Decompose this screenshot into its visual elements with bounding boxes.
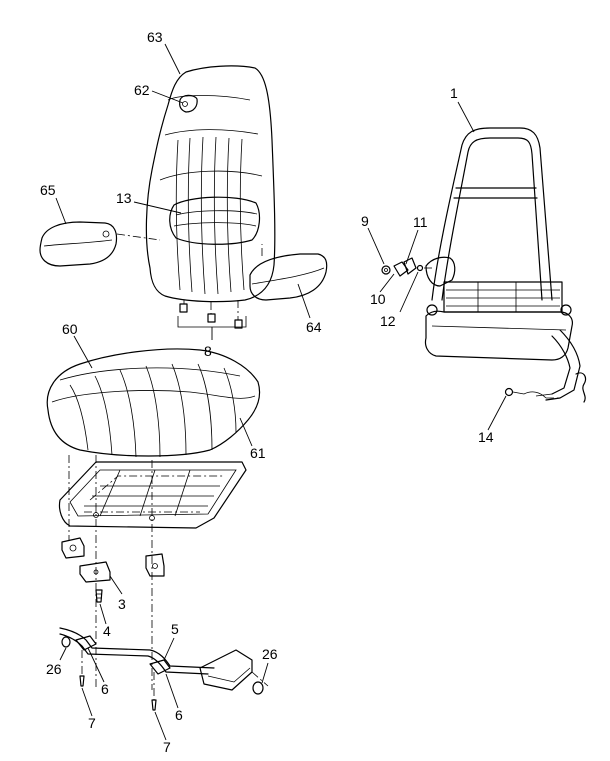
- callout-64: 64: [306, 319, 322, 335]
- callout-11: 11: [413, 214, 428, 230]
- callout-4: 4: [103, 623, 111, 639]
- callout-7-left: 7: [88, 715, 96, 731]
- callout-5: 5: [171, 621, 179, 637]
- headrest-knob: [179, 94, 198, 113]
- right-rivet: [151, 672, 157, 711]
- callout-1: 1: [450, 85, 458, 101]
- callout-7-right: 7: [163, 739, 171, 755]
- right-bracket: [145, 553, 165, 577]
- adjustment-lever: [59, 627, 269, 691]
- callout-6-right: 6: [175, 707, 183, 723]
- pivot-hardware: [381, 257, 434, 277]
- callout-9: 9: [361, 213, 369, 229]
- center-bracket: [79, 561, 111, 583]
- seat-back-cushion: [145, 65, 276, 303]
- release-cable: [504, 387, 560, 399]
- screw: [95, 589, 103, 603]
- callout-labels: 63 62 65 13 64 8 60 61 3 4 5 26 6 7 6 7 …: [40, 29, 494, 755]
- callout-26-right: 26: [262, 646, 278, 662]
- seat-frame-pan: [58, 461, 247, 529]
- left-rivet: [79, 650, 85, 687]
- callout-3: 3: [118, 596, 126, 612]
- right-clip: [149, 659, 171, 675]
- callout-60: 60: [62, 321, 78, 337]
- callout-61: 61: [250, 445, 266, 461]
- callout-26-left: 26: [46, 661, 62, 677]
- fastener-set: [177, 300, 247, 329]
- left-clip: [75, 635, 97, 651]
- callout-63: 63: [147, 29, 163, 45]
- callout-10: 10: [370, 291, 386, 307]
- callout-62: 62: [134, 82, 150, 98]
- leader-lines: [55, 43, 507, 741]
- right-bushing: [252, 681, 264, 695]
- seat-cushion: [46, 348, 261, 458]
- callout-13: 13: [116, 190, 132, 206]
- callout-12: 12: [380, 313, 396, 329]
- callout-65: 65: [40, 182, 56, 198]
- spring-coil: [575, 372, 587, 403]
- left-bracket: [61, 537, 85, 559]
- seat-back-frame: [424, 127, 587, 403]
- left-bushing: [61, 636, 71, 648]
- right-armrest: [249, 244, 328, 301]
- callout-8: 8: [204, 343, 212, 359]
- lumbar-pad: [169, 196, 261, 245]
- left-armrest: [39, 221, 161, 267]
- callout-6-left: 6: [101, 681, 109, 697]
- callout-14: 14: [478, 429, 494, 445]
